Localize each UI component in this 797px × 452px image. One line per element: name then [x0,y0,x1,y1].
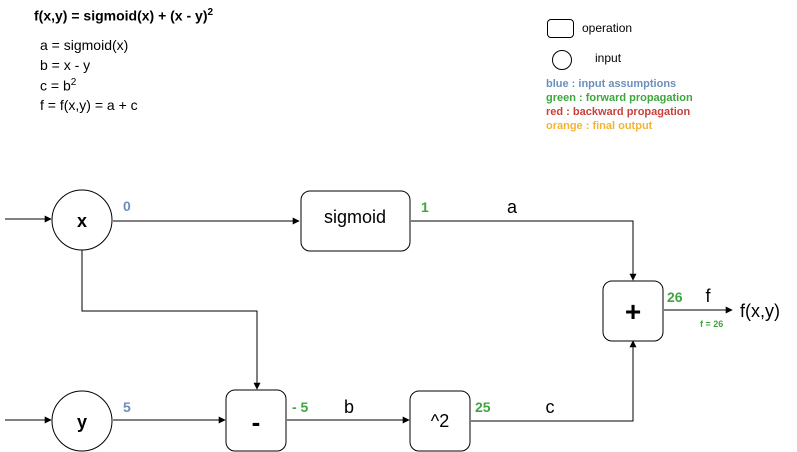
node-x-label: x [77,211,87,231]
value-a: 1 [421,199,429,215]
edge-label-b: b [344,397,354,417]
edge-sigmoid-plus [411,220,637,281]
node-minus-box [225,389,287,452]
equation-f-text: f = f(x,y) = a + c [40,97,138,113]
output-label: f(x,y) [740,301,780,321]
legend-green: green : forward propagation [546,92,693,104]
value-f-final: f = 26 [700,319,723,329]
edge-label-c: c [546,397,555,417]
legend-blue: blue : input assumptions [546,78,677,90]
equation-f: f = f(x,y) = a + c [40,97,138,113]
formula-title-exponent: 2 [207,7,214,18]
edge-label-a: a [507,197,518,217]
node-square-label: ^2 [431,411,449,431]
equation-c: c = b2 [40,77,76,94]
equation-a-text: a = sigmoid(x) [40,37,129,53]
edge-square-plus [471,340,637,422]
legend-orange: orange : final output [546,120,653,132]
value-b: - 5 [292,399,309,415]
legend-input-shape [552,50,572,70]
edge-label-f: f [705,286,711,306]
node-minus-label: - [252,407,261,437]
value-y: 5 [123,399,131,415]
equation-c-exponent: 2 [70,77,77,88]
node-y-label: y [77,412,87,432]
edge-x-minus [81,250,261,390]
equation-c-text: c = b [40,77,71,94]
node-plus-box [602,280,664,342]
value-x: 0 [123,198,131,214]
legend-operation-shape [547,19,574,38]
formula-title: f(x,y) = sigmoid(x) + (x - y)2 [34,7,213,24]
node-plus-label: + [625,296,641,327]
legend-operation-label: operation [582,21,633,35]
node-sigmoid-box [300,190,411,252]
value-c: 25 [475,399,491,415]
node-x-circle [51,189,113,251]
legend-input-label: input [595,51,622,65]
formula-title-text: f(x,y) = sigmoid(x) + (x - y) [34,7,208,24]
node-y-circle [51,390,113,452]
legend-red: red : backward propagation [546,106,691,118]
node-sigmoid-label: sigmoid [324,207,386,227]
equation-a: a = sigmoid(x) [40,37,128,53]
value-f: 26 [667,289,683,305]
equation-b: b = x - y [40,57,90,73]
equation-b-text: b = x - y [40,57,91,73]
node-square-box [409,390,471,452]
